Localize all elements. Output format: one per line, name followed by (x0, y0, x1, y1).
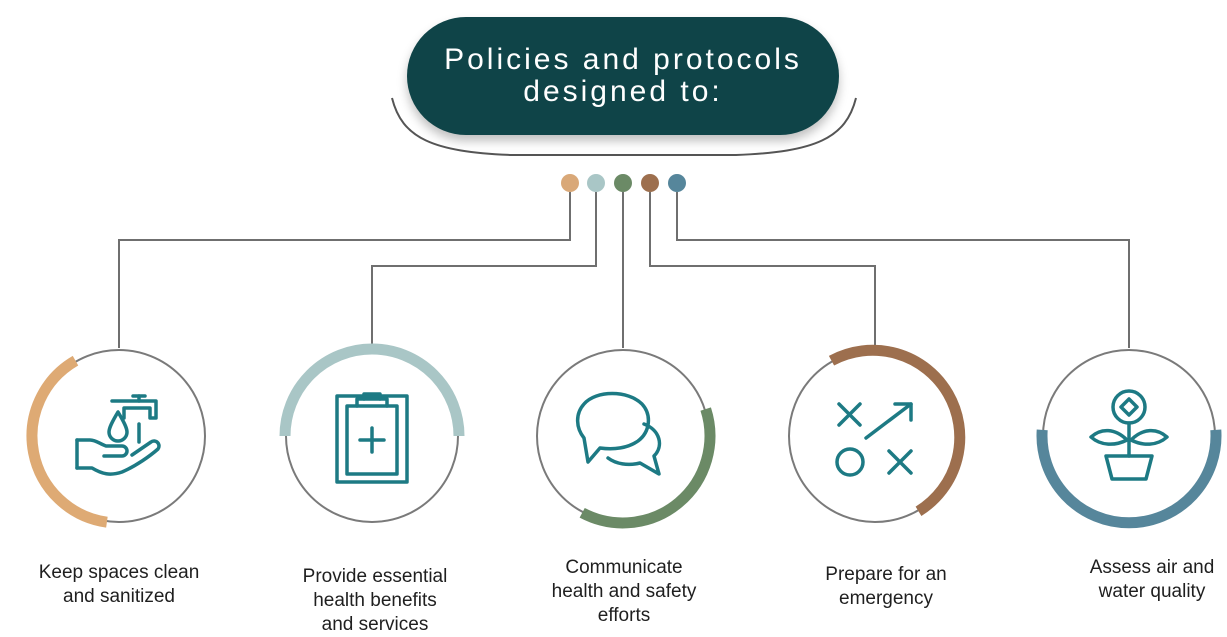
connector-line-4 (649, 192, 876, 348)
caption-line: Prepare for an (825, 564, 947, 585)
caption-line: and services (321, 614, 429, 635)
caption-line: health and safety (551, 581, 697, 602)
color-dot (668, 174, 686, 192)
connector-line-2 (371, 192, 597, 348)
item-ring-accent-arc (1036, 429, 1222, 529)
hand-water-tap-icon (75, 394, 161, 476)
item-ring-accent-arc (579, 407, 716, 529)
caption-line: Provide essential (302, 566, 448, 587)
caption-assess-air-water: Assess air and water quality (1042, 556, 1227, 604)
caption-line: Assess air and (1089, 557, 1215, 578)
color-dot (641, 174, 659, 192)
medical-clipboard-icon (335, 392, 409, 484)
caption-line: Keep spaces clean (38, 562, 200, 583)
title-pill: Policies and protocols designed to: (407, 17, 839, 135)
connector-line-1 (118, 192, 571, 348)
caption-provide-health-benefits: Provide essential health benefits and se… (265, 565, 485, 637)
caption-prepare-emergency: Prepare for an emergency (776, 563, 996, 611)
item-ring-accent-arc (26, 355, 108, 528)
potted-plant-icon (1089, 389, 1169, 481)
title-line-2: designed to: (523, 75, 723, 108)
title-underline-arc (391, 97, 857, 156)
caption-communicate-safety: Communicate health and safety efforts (514, 556, 734, 628)
caption-line: Communicate (565, 557, 683, 578)
item-icons (75, 389, 1169, 484)
item-ring-accent-arc (279, 343, 465, 437)
strategy-play-icon (835, 402, 913, 477)
caption-line: and sanitized (63, 586, 175, 607)
caption-line: emergency (839, 588, 933, 609)
item-rings (26, 343, 1222, 529)
color-dot (614, 174, 632, 192)
speech-bubbles-icon (575, 391, 662, 476)
color-dot (561, 174, 579, 192)
item-ring-accent-arc (828, 344, 966, 516)
caption-line: water quality (1098, 581, 1206, 602)
title-line-1: Policies and protocols (444, 43, 802, 76)
color-dots (561, 174, 686, 192)
connector-line-5 (676, 192, 1130, 348)
connector-lines (118, 192, 1130, 348)
color-dot (587, 174, 605, 192)
caption-line: efforts (597, 605, 651, 626)
caption-line: health benefits (313, 590, 437, 611)
caption-keep-spaces-clean: Keep spaces clean and sanitized (9, 561, 229, 609)
